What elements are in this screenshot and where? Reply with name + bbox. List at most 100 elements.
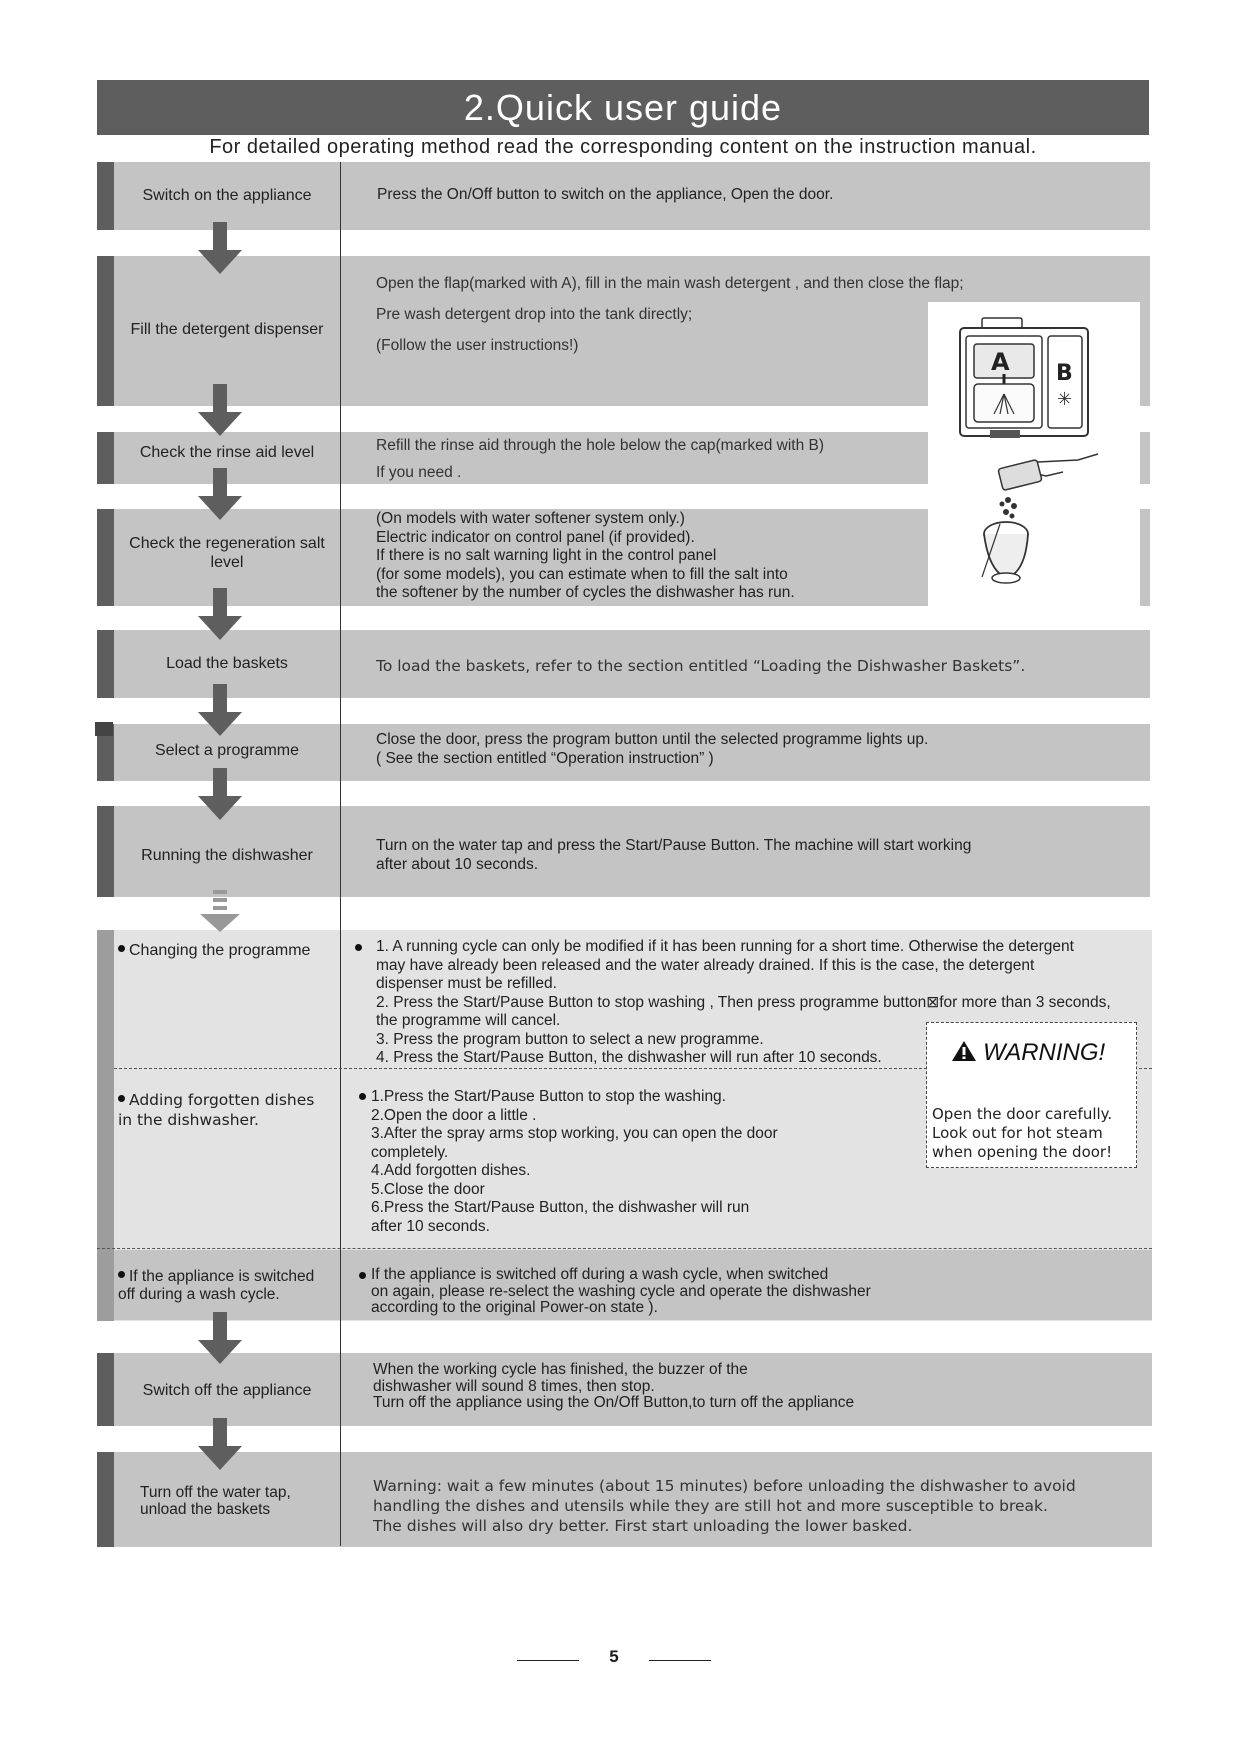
accent-bar bbox=[97, 256, 114, 406]
desc-line: 2. Press the Start/Pause Button to stop … bbox=[376, 994, 1156, 1013]
desc-line: Press the On/Off button to switch on the… bbox=[377, 186, 1137, 205]
step-desc-select-programme: Close the door, press the program button… bbox=[376, 731, 1136, 768]
desc-line: Electric indicator on control panel (if … bbox=[376, 529, 936, 548]
down-arrow-icon bbox=[198, 684, 242, 736]
footer-rule-right bbox=[649, 1660, 711, 1661]
down-arrow-icon bbox=[198, 1418, 242, 1470]
bullet-icon bbox=[118, 1271, 125, 1278]
desc-line: handling the dishes and utensils while t… bbox=[373, 1496, 1148, 1516]
step-label-adding-dishes: Adding forgotten dishes in the dishwashe… bbox=[118, 1090, 333, 1130]
accent-bar bbox=[97, 806, 114, 897]
desc-line: If the appliance is switched off during … bbox=[371, 1267, 1131, 1284]
svg-text:✳: ✳ bbox=[1057, 389, 1072, 410]
section-divider bbox=[97, 1248, 1152, 1249]
warning-line: Open the door carefully. bbox=[932, 1105, 1112, 1124]
bullet-icon bbox=[355, 944, 362, 951]
step-label-select-programme: Select a programme bbox=[114, 741, 340, 760]
section-subtitle: For detailed operating method read the c… bbox=[97, 136, 1149, 159]
desc-line: If you need . bbox=[376, 459, 936, 486]
step-desc-adding-dishes: 1.Press the Start/Pause Button to stop t… bbox=[371, 1088, 931, 1236]
page-number: 5 bbox=[600, 1647, 628, 1667]
accent-bar bbox=[97, 1452, 114, 1547]
step-desc-salt: (On models with water softener system on… bbox=[376, 510, 936, 603]
accent-bar bbox=[97, 930, 114, 1321]
bullet-icon bbox=[359, 1272, 366, 1279]
desc-line: dishwasher will sound 8 times, then stop… bbox=[373, 1379, 1133, 1396]
desc-line: the softener by the number of cycles the… bbox=[376, 584, 936, 603]
step-label-load-baskets: Load the baskets bbox=[114, 654, 340, 673]
step-desc-water-tap: Warning: wait a few minutes (about 15 mi… bbox=[373, 1476, 1148, 1536]
accent-bar bbox=[97, 509, 114, 606]
warning-title: WARNING! bbox=[983, 1039, 1105, 1066]
bullet-icon bbox=[359, 1093, 366, 1100]
bullet-icon bbox=[118, 1095, 125, 1102]
column-divider bbox=[340, 162, 341, 1546]
desc-line: Close the door, press the program button… bbox=[376, 731, 1136, 750]
desc-line: (Follow the user instructions!) bbox=[376, 330, 1136, 361]
down-arrow-icon bbox=[198, 468, 242, 520]
desc-line: 5.Close the door bbox=[371, 1181, 931, 1200]
step-label-text: Changing the programme bbox=[129, 942, 310, 959]
warning-text: Open the door carefully. Look out for ho… bbox=[932, 1105, 1112, 1162]
step-label-switch-on: Switch on the appliance bbox=[114, 186, 340, 205]
down-arrow-icon bbox=[198, 588, 242, 640]
step-desc-rinse-aid: Refill the rinse aid through the hole be… bbox=[376, 432, 936, 486]
step-label-salt: Check the regeneration salt level bbox=[124, 534, 330, 572]
accent-bar bbox=[97, 1353, 114, 1426]
desc-line: dispenser must be refilled. bbox=[376, 975, 1156, 994]
desc-line: after 10 seconds. bbox=[371, 1218, 931, 1237]
dashed-arrow-icon bbox=[198, 888, 242, 932]
desc-line: The dishes will also dry better. First s… bbox=[373, 1516, 1148, 1536]
desc-line: To load the baskets, refer to the sectio… bbox=[376, 657, 1136, 676]
desc-line: on again, please re-select the washing c… bbox=[371, 1284, 1131, 1301]
desc-line: after about 10 seconds. bbox=[376, 856, 1136, 875]
corner-mark bbox=[95, 722, 113, 736]
down-arrow-icon bbox=[198, 384, 242, 436]
desc-line: according to the original Power-on state… bbox=[371, 1300, 1131, 1317]
footer-rule-left bbox=[517, 1660, 579, 1661]
step-desc-switched-off: If the appliance is switched off during … bbox=[371, 1267, 1131, 1317]
down-arrow-icon bbox=[198, 222, 242, 274]
desc-line: 1.Press the Start/Pause Button to stop t… bbox=[371, 1088, 931, 1107]
desc-line: 6.Press the Start/Pause Button, the dish… bbox=[371, 1199, 931, 1218]
step-label-text: Adding forgotten dishes in the dishwashe… bbox=[118, 1091, 314, 1129]
step-label-text: If the appliance is switched off during … bbox=[118, 1268, 314, 1303]
step-label-running: Running the dishwasher bbox=[114, 846, 340, 865]
warning-triangle-icon bbox=[951, 1040, 977, 1062]
desc-line: (On models with water softener system on… bbox=[376, 510, 936, 529]
step-desc-running: Turn on the water tap and press the Star… bbox=[376, 837, 1136, 874]
step-label-changing-programme: Changing the programme bbox=[118, 941, 340, 960]
compartment-b-label: B bbox=[1056, 361, 1073, 386]
step-label-switch-off: Switch off the appliance bbox=[114, 1381, 340, 1400]
desc-line: Refill the rinse aid through the hole be… bbox=[376, 432, 936, 459]
desc-line: When the working cycle has finished, the… bbox=[373, 1362, 1133, 1379]
down-arrow-icon bbox=[198, 1312, 242, 1364]
step-desc-load-baskets: To load the baskets, refer to the sectio… bbox=[376, 657, 1136, 676]
desc-line: may have already been released and the w… bbox=[376, 957, 1156, 976]
step-desc-fill-detergent: Open the flap(marked with A), fill in th… bbox=[376, 268, 1136, 361]
step-label-rinse-aid: Check the rinse aid level bbox=[114, 443, 340, 462]
warning-line: Look out for hot steam bbox=[932, 1124, 1112, 1143]
desc-line: Turn on the water tap and press the Star… bbox=[376, 837, 1136, 856]
desc-line: Warning: wait a few minutes (about 15 mi… bbox=[373, 1476, 1148, 1496]
desc-line: 4.Add forgotten dishes. bbox=[371, 1162, 931, 1181]
desc-line: completely. bbox=[371, 1144, 931, 1163]
desc-line: Pre wash detergent drop into the tank di… bbox=[376, 299, 1136, 330]
step-desc-switch-off: When the working cycle has finished, the… bbox=[373, 1362, 1133, 1412]
warning-box: WARNING! Open the door carefully. Look o… bbox=[926, 1022, 1137, 1168]
desc-line: 1. A running cycle can only be modified … bbox=[376, 938, 1156, 957]
warning-heading: WARNING! bbox=[951, 1039, 1105, 1067]
accent-bar bbox=[97, 630, 114, 698]
desc-line: (for some models), you can estimate when… bbox=[376, 566, 936, 585]
desc-line: Turn off the appliance using the On/Off … bbox=[373, 1395, 1133, 1412]
accent-bar bbox=[97, 162, 114, 230]
desc-line: ( See the section entitled “Operation in… bbox=[376, 750, 1136, 769]
step-label-water-tap: Turn off the water tap, unload the baske… bbox=[140, 1484, 340, 1518]
step-label-fill-detergent: Fill the detergent dispenser bbox=[114, 320, 340, 339]
bullet-icon bbox=[118, 945, 125, 952]
desc-line: If there is no salt warning light in the… bbox=[376, 547, 936, 566]
step-label-switched-off: If the appliance is switched off during … bbox=[118, 1268, 334, 1303]
accent-bar bbox=[97, 432, 114, 484]
warning-line: when opening the door! bbox=[932, 1143, 1112, 1162]
section-title: 2.Quick user guide bbox=[97, 80, 1149, 135]
